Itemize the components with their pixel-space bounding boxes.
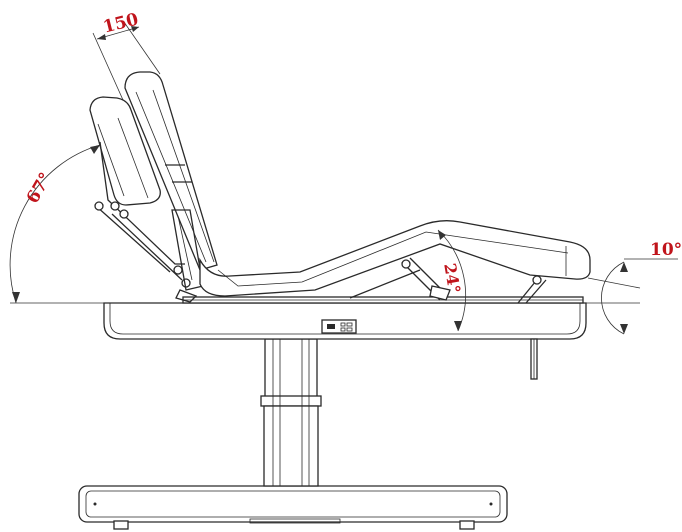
leg-linkage [349,257,547,304]
dimension-leg-angle-label: 24° [440,262,464,295]
headrest [89,96,161,206]
headrest-linkage [94,141,204,303]
dimension-backrest-angle: 67° [9,144,101,304]
dimension-backrest-angle-label: 67° [23,169,56,207]
dimension-foot-angle-label: 10° [650,240,682,260]
foot-rod [530,338,538,380]
lift-column [260,338,322,487]
control-panel [321,319,357,334]
frame-rails [182,296,584,304]
mattress-seat-leg [199,220,591,297]
table-base [78,485,508,530]
backrest [124,71,218,271]
dimension-foot-angle: 10° [587,240,682,335]
dimension-leg-angle: 24° [437,229,466,332]
dimension-headrest-offset-label: 150 [101,10,140,38]
